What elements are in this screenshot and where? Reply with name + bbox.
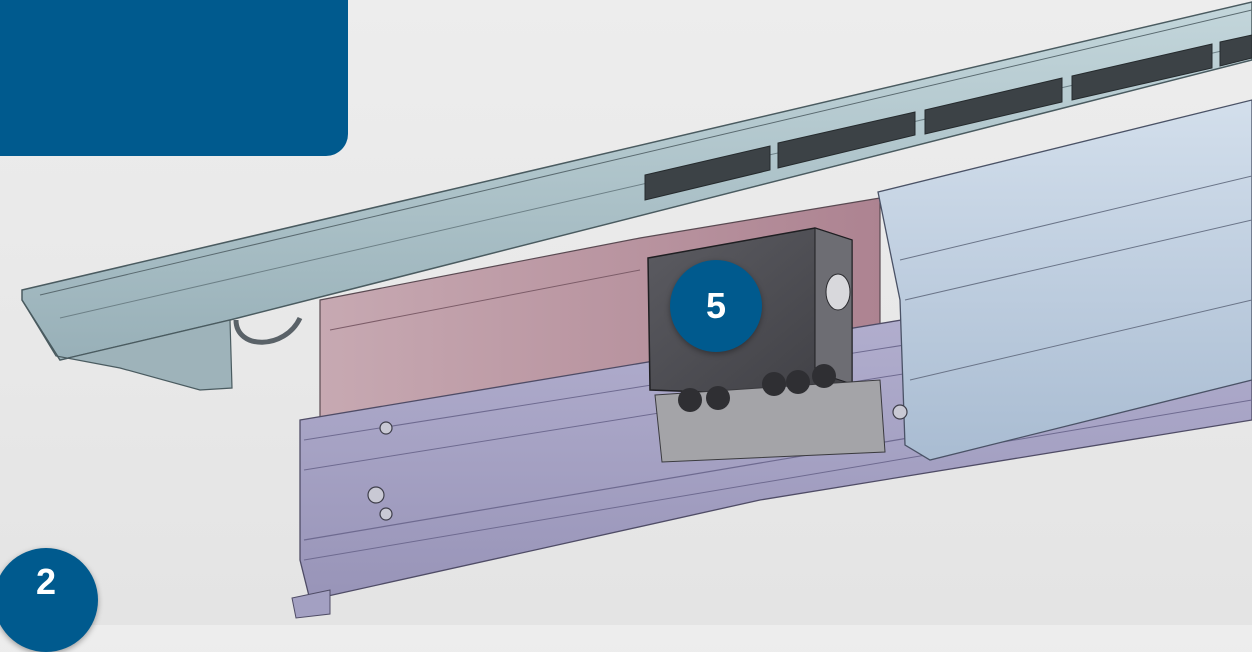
cover-panel xyxy=(877,99,1252,461)
figure-number-badge: 2 xyxy=(0,548,98,652)
cable-loop xyxy=(233,316,303,345)
component-callout-badge: 5 xyxy=(670,260,762,352)
vent-slots xyxy=(644,34,1252,201)
screws xyxy=(367,404,908,521)
header-panel xyxy=(0,0,348,156)
terminal-box xyxy=(647,227,886,463)
